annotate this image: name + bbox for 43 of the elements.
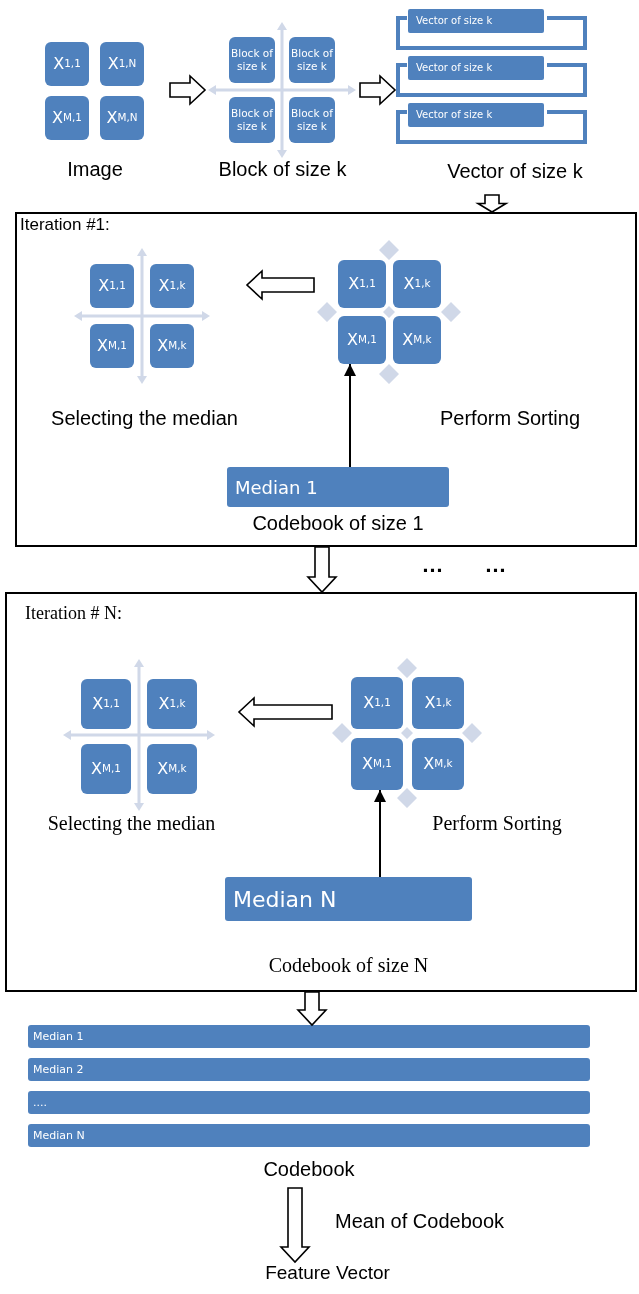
ellipsis-text: … (483, 552, 508, 579)
vector-bracket (395, 103, 589, 145)
vector-bracket (395, 56, 589, 98)
codebook-caption: Codebook of size N (267, 954, 430, 978)
median-bar: Median 1 (227, 467, 449, 507)
codebook-row: Median 1 (28, 1025, 590, 1048)
frame-title: Iteration # N: (25, 603, 122, 625)
group-label: Perform Sorting (431, 812, 563, 837)
vector-header: Vector of size k (408, 103, 544, 127)
matrix-tile: Block of size k (289, 97, 335, 143)
iteration-frame (5, 592, 637, 992)
matrix-tile: Block of size k (229, 37, 275, 83)
arrow (374, 789, 386, 878)
block-arrow (279, 1187, 311, 1264)
block-arrow (359, 74, 397, 106)
vector-header: Vector of size k (408, 56, 544, 80)
frame-title: Iteration #1: (20, 215, 110, 236)
matrix-tile: Block of size k (229, 97, 275, 143)
block-arrow (245, 269, 315, 301)
block-arrow (237, 696, 333, 728)
block-arrow (306, 546, 338, 594)
codebook-row: Median 2 (28, 1058, 590, 1081)
ellipsis-text: … (420, 552, 445, 579)
matrix-tile: Block of size k (289, 37, 335, 83)
group-label: Vector of size k (446, 160, 584, 184)
arrow (344, 363, 356, 468)
median-bar: Median N (225, 877, 472, 921)
codebook-caption: Codebook of size 1 (251, 512, 425, 536)
vector-bracket (395, 9, 589, 51)
group-label: Selecting the median (46, 812, 217, 837)
block-arrow (475, 194, 509, 213)
group-label: Selecting the median (50, 407, 239, 431)
group-label: Codebook (262, 1158, 356, 1182)
block-arrow (169, 74, 207, 106)
codebook-row: Median N (28, 1124, 590, 1147)
group-label: Block of size k (217, 158, 348, 182)
vector-header: Vector of size k (408, 9, 544, 33)
group-label: Perform Sorting (438, 407, 582, 431)
codebook-row: .... (28, 1091, 590, 1114)
block-arrow (296, 991, 328, 1027)
group-label: Image (66, 158, 124, 182)
iteration-frame (15, 212, 637, 547)
output-text: Feature Vector (230, 1262, 425, 1292)
